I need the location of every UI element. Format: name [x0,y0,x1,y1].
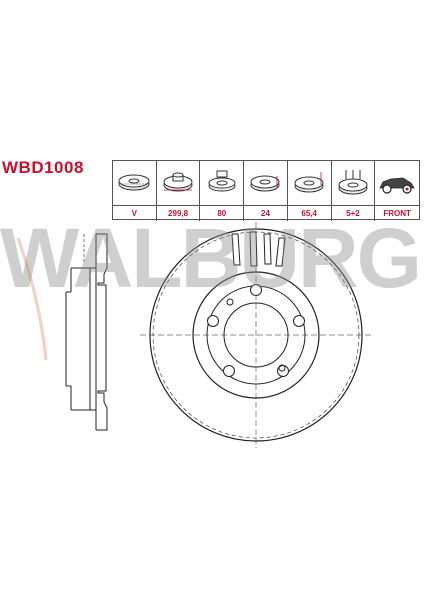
disc-diameter-icon [157,161,200,205]
spec-value-axle: FRONT [375,205,419,221]
part-code: WBD1008 [2,158,84,177]
spec-cell-diameter: 299,8 [156,161,201,221]
bolt-holes [207,284,305,377]
center-bore-icon [200,161,243,205]
spec-value-height: 65,4 [287,205,331,221]
spec-cell-height: 65,4 [287,161,332,221]
spec-value-bolts: 5+2 [331,205,375,221]
spec-cell-bore: 80 [200,161,245,221]
spec-value-thickness: 24 [244,205,287,221]
disc-thickness-icon [244,161,287,205]
brand-watermark: WALBURG [0,211,422,305]
spec-value-diameter: 299,8 [156,205,200,221]
spec-cell-axle: FRONT [375,161,419,221]
car-front-axle-icon [375,161,419,205]
vented-disc-icon [113,161,156,205]
spec-cell-thickness: 24 [244,161,288,221]
logo-swoosh-icon [16,237,48,361]
spec-value-bore: 80 [200,205,244,221]
disc-front-view [140,222,372,448]
bolt-holes-icon [332,161,375,205]
spec-value-vented: V [113,205,156,221]
spec-cell-vented: V [113,161,157,221]
disc-side-profile [65,233,108,431]
spec-cell-bolts: 5+2 [331,161,376,221]
spec-table: V 299,8 80 [112,160,420,221]
vent-slots [231,231,286,267]
disc-height-icon [288,161,331,205]
